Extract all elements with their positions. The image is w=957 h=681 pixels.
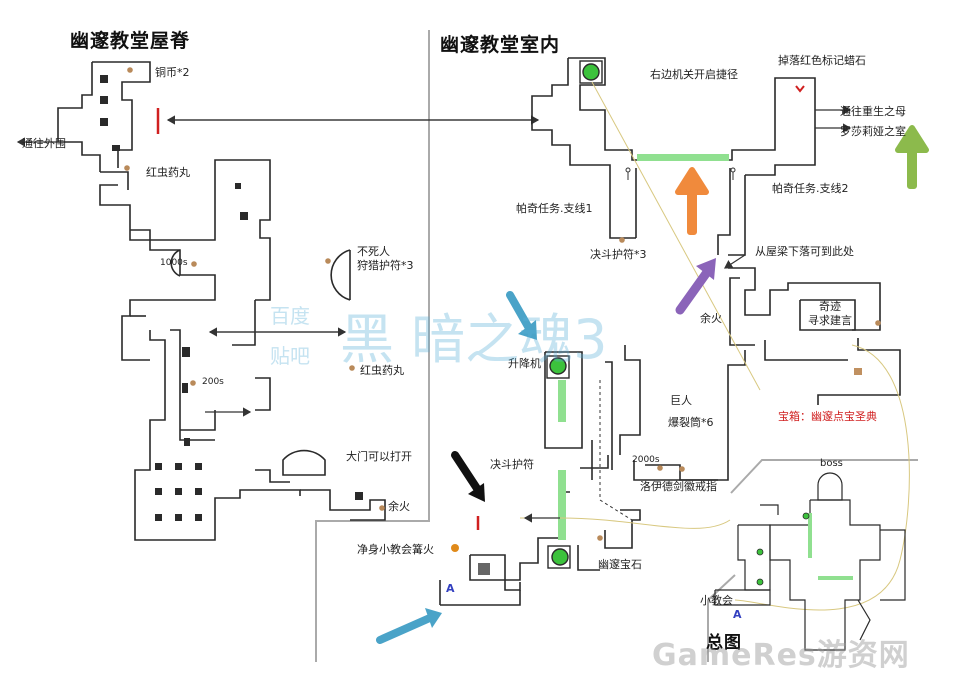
elevator-icon xyxy=(551,548,569,566)
interior-walls xyxy=(439,57,901,606)
label-firebomb: 爆裂筒*6 xyxy=(668,416,714,429)
label-duel-charm: 决斗护符 xyxy=(490,458,534,471)
interior-path-lines xyxy=(520,81,910,611)
roof-item-dots xyxy=(124,67,385,511)
elevator-icon xyxy=(549,357,567,375)
label-rosabeth-room: 罗莎莉娅之室 xyxy=(840,125,906,138)
label-red-bug-pill: 红虫药丸 xyxy=(146,166,190,179)
purple-arrow-icon xyxy=(675,263,715,315)
item-dot xyxy=(190,380,196,386)
item-dot xyxy=(349,365,355,371)
label-marker-a: A xyxy=(733,608,742,621)
item-dot xyxy=(679,466,685,472)
label-treasure: 宝箱：幽邃点宝圣典 xyxy=(778,410,877,423)
label-clean-chapel-bonfire: 净身小教会篝火 xyxy=(357,543,434,556)
label-small-chapel: 小教会 xyxy=(700,594,733,607)
label-to-mother: 通往重生之母 xyxy=(840,105,906,118)
label-deep-gem: 幽邃宝石 xyxy=(598,558,642,571)
label-bonfire: 余火 xyxy=(388,500,410,513)
watermark-gameres: GameRes游资网 xyxy=(652,638,910,673)
item-dot xyxy=(619,237,625,243)
label-to-outer-wall: 通往外围 xyxy=(22,137,66,150)
elevator-markers xyxy=(546,60,603,569)
treasure-chest-icon xyxy=(854,368,862,375)
roof-connection-arrows xyxy=(16,115,540,417)
item-dot xyxy=(379,505,385,511)
item-dot xyxy=(597,535,603,541)
green-arrow-icon xyxy=(895,125,929,189)
label-red-sign-soapstone: 掉落红色标记蜡石 xyxy=(778,54,866,67)
item-dot xyxy=(191,261,197,267)
item-dot xyxy=(124,165,130,171)
interior-item-dots xyxy=(597,237,881,541)
label-elevator: 升降机 xyxy=(508,357,541,370)
black-arrow-icon xyxy=(451,451,482,494)
label-marker-a: A xyxy=(446,582,455,595)
interior-block xyxy=(478,563,490,575)
item-dot xyxy=(875,320,881,326)
label-copper-coin: 铜币*2 xyxy=(155,66,190,79)
interior-dotted-path xyxy=(599,380,633,521)
overview-map xyxy=(714,472,906,651)
label-souls-2000: 2000s xyxy=(632,455,660,465)
label-giant: 巨人 xyxy=(670,394,692,407)
overview-shortcuts xyxy=(808,513,853,580)
interior-connection-arrows xyxy=(523,105,852,523)
orange-arrow-icon xyxy=(675,167,709,235)
label-souls-200: 200s xyxy=(202,377,224,387)
label-right-lever: 右边机关开启捷径 xyxy=(650,68,738,81)
label-patches-side1: 帕奇任务.支线1 xyxy=(516,202,593,215)
label-duel-charm: 决斗护符*3 xyxy=(590,248,647,261)
elevator-icon xyxy=(582,63,600,81)
section-dividers xyxy=(315,30,918,662)
npc-markers xyxy=(625,167,736,180)
label-bonfire: 余火 xyxy=(700,312,722,325)
label-lloyd-ring: 洛伊德剑徽戒指 xyxy=(640,480,717,493)
bonfire-icon xyxy=(451,544,459,552)
cyan-arrow-icon xyxy=(376,613,436,644)
direction-arrows xyxy=(376,125,929,644)
label-boss: boss xyxy=(820,458,843,469)
label-red-bug-pill: 红虫药丸 xyxy=(360,364,404,377)
label-patches-side2: 帕奇任务.支线2 xyxy=(772,182,849,195)
overview-title: 总图 xyxy=(706,633,742,653)
label-fall-from-beam: 从屋梁下落可到此处 xyxy=(755,245,854,258)
label-undead-hunter-charm: 不死人 狩猎护符*3 xyxy=(357,245,414,272)
item-dot xyxy=(657,465,663,471)
roof-title: 幽邃教堂屋脊 xyxy=(70,30,191,52)
label-souls-1000: 1000s xyxy=(160,258,188,268)
item-dot xyxy=(325,258,331,264)
roof-blocks xyxy=(100,75,363,521)
interior-shortcuts xyxy=(558,154,729,540)
item-dot xyxy=(127,67,133,73)
label-gate-opens: 大门可以打开 xyxy=(346,450,412,463)
overview-dots xyxy=(756,512,810,586)
cyan-arrow-icon xyxy=(506,291,534,334)
roof-walls xyxy=(57,61,386,541)
interior-title: 幽邃教堂室内 xyxy=(440,34,561,56)
red-sign-marker xyxy=(795,85,805,93)
label-miracle: 奇迹 寻求建言 xyxy=(808,300,852,327)
